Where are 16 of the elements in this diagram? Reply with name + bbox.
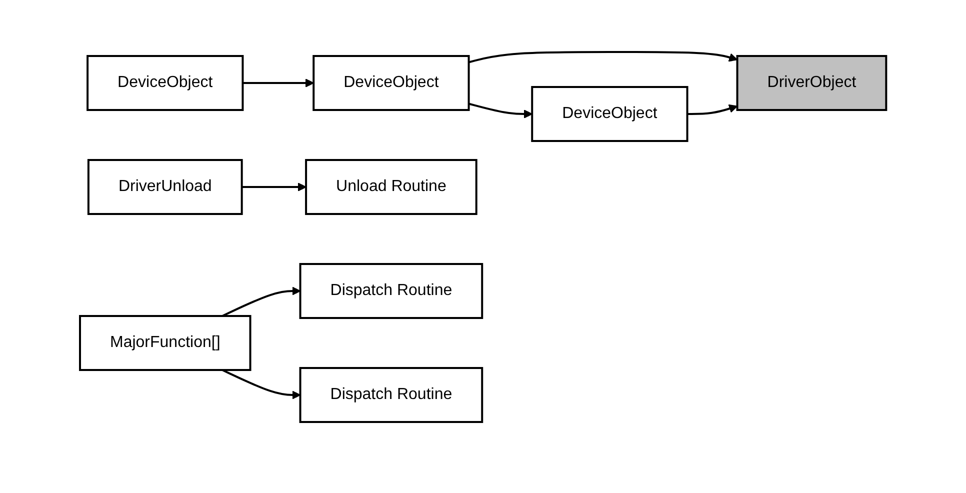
arrow bbox=[242, 182, 306, 191]
arrow bbox=[468, 102, 532, 118]
arrow bbox=[222, 286, 301, 316]
node-box: DeviceObject bbox=[86, 54, 244, 110]
node-box: DriverUnload bbox=[87, 158, 243, 214]
arrow bbox=[468, 50, 738, 63]
node-box: Dispatch Routine bbox=[299, 262, 484, 318]
node-box: DriverObject bbox=[736, 54, 888, 110]
arrow bbox=[222, 368, 301, 399]
node-box: DeviceObject bbox=[531, 86, 688, 142]
node-box: MajorFunction[] bbox=[78, 314, 252, 370]
arrow bbox=[687, 104, 738, 114]
node-box: Dispatch Routine bbox=[299, 366, 484, 422]
arrow bbox=[242, 78, 314, 87]
node-box: DeviceObject bbox=[312, 54, 470, 110]
node-box: Unload Routine bbox=[304, 158, 478, 214]
